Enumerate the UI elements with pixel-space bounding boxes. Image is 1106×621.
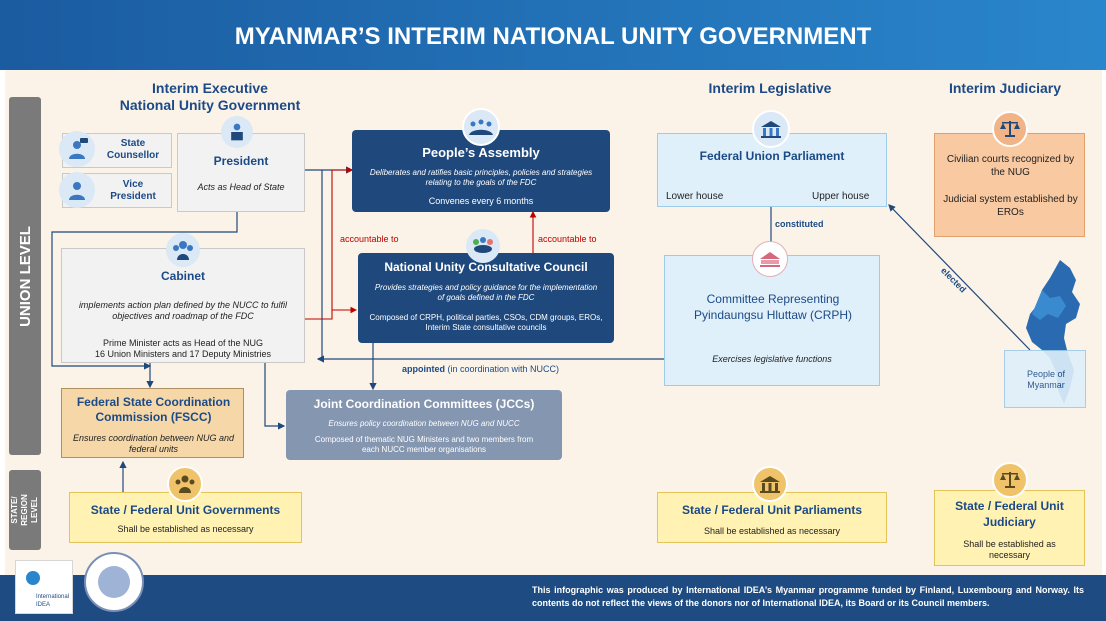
accountable-label-left: accountable to [340,234,399,244]
nucc-box: National Unity Consultative Council Prov… [358,253,614,343]
vice-president-card: Vice President [59,172,172,208]
person-icon [59,172,95,208]
appointed-word: appointed [402,364,445,374]
footer-disclaimer: This infographic was produced by Interna… [532,585,1084,608]
people-label: People of Myanmar [1026,369,1066,390]
judiciary-column-title: Interim Judiciary [948,80,1062,96]
president-desc: Acts as Head of State [197,182,285,192]
state-parl-desc: Shall be established as necessary [703,526,841,536]
nucc-desc: Provides strategies and policy guidance … [374,283,598,302]
judiciary-box: Civilian courts recognized by the NUG Ju… [934,133,1085,237]
idea-logo: International IDEA [15,560,73,614]
peoples-assembly-title: People’s Assembly [422,145,540,160]
appointed-note: (in coordination with NUCC) [447,364,560,374]
cabinet-group-icon [166,233,200,267]
state-gov-title: State / Federal Unit Governments [90,503,281,517]
parliament-building-icon [752,110,790,148]
fscc-box: Federal State Coordination Commission (F… [61,388,244,458]
accountable-label-right: accountable to [538,234,597,244]
appointed-label: appointed (in coordination with NUCC) [402,364,559,374]
parliament-lower: Lower house [666,191,724,202]
cabinet-title: Cabinet [160,269,205,283]
state-jud-title: State / Federal Unit Judiciary [955,499,1064,529]
crph-title: Committee Representing Pyindaungsu Hlutt… [693,292,853,322]
jcc-composition: Composed of thematic NUG Ministers and t… [314,435,534,454]
crph-logo-icon [752,241,788,277]
people-elected-arrow [888,204,1031,351]
state-scales-icon [992,462,1028,498]
fscc-desc: Ensures coordination between NUG and fed… [72,433,235,454]
council-meeting-icon [466,229,500,263]
state-parliament-icon [752,466,788,502]
idea-logo-mark [26,571,40,585]
cabinet-box: Cabinet implements action plan defined b… [61,248,305,363]
legislative-column-title: Interim Legislative [708,80,832,96]
jcc-desc: Ensures policy coordination between NUG … [328,419,520,428]
cabinet-to-jcc-arrow [264,362,286,430]
state-jud-desc: Shall be established as necessary [963,539,1056,560]
footer-bar [0,575,1106,621]
state-counsellor-card: State Counsellor [59,131,172,168]
crph-desc: Exercises legislative functions [712,354,832,364]
peoples-assembly-freq: Convenes every 6 months [428,196,534,206]
assembly-people-icon [462,108,500,146]
jcc-title: Joint Coordination Committees (JCCs) [313,397,535,411]
cabinet-members: Prime Minister acts as Head of the NUG 1… [94,338,272,359]
state-parl-title: State / Federal Unit Parliaments [681,503,863,517]
idea-logo-text: International IDEA [36,594,70,608]
vice-president-label: Vice President [110,179,156,202]
president-down-line [51,212,238,370]
parliament-title: Federal Union Parliament [699,149,845,163]
scales-icon [992,111,1028,147]
jcc-box: Joint Coordination Committees (JCCs) Ens… [286,390,562,460]
state-counsellor-label: State Counsellor [106,138,160,161]
programme-seal-logo [84,552,144,612]
nucc-composition: Composed of CRPH, political parties, CSO… [369,313,603,332]
state-gov-desc: Shall be established as necessary [117,524,254,534]
executive-column-title: Interim Executive National Unity Governm… [119,80,301,113]
state-gov-group-icon [167,466,203,502]
fscc-title: Federal State Coordination Commission (F… [76,395,231,424]
page-title: MYANMAR’S INTERIM NATIONAL UNITY GOVERNM… [0,0,1106,70]
peoples-assembly-desc: Deliberates and ratifies basic principle… [369,168,593,187]
people-box: People of Myanmar [1004,350,1086,408]
parliament-upper: Upper house [812,191,870,202]
person-speech-icon [59,131,95,167]
seal-inner [98,566,130,598]
state-level-bar: STATE/ REGION LEVEL [9,470,41,550]
union-level-bar: UNION LEVEL [9,97,41,455]
nucc-title: National Unity Consultative Council [384,260,588,274]
judiciary-line1: Civilian courts recognized by the NUG [946,154,1075,178]
cabinet-desc: implements action plan defined by the NU… [78,300,288,321]
president-title: President [213,154,269,168]
president-podium-icon [221,116,253,148]
constituted-label: constituted [775,219,824,229]
judiciary-line2: Judicial system established by EROs [943,194,1078,218]
state-jud-box: State / Federal Unit Judiciary Shall be … [934,490,1085,566]
cabinet-accountable-line [305,166,354,320]
